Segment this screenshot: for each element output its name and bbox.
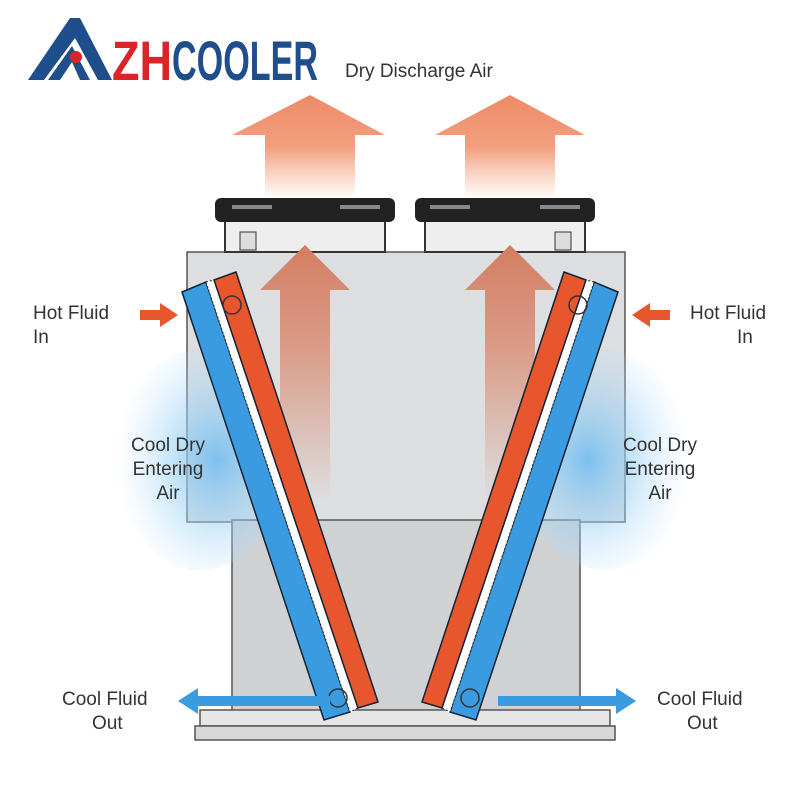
cool-fluid-out-arrow-right xyxy=(498,688,636,714)
label-line: In xyxy=(33,327,49,348)
label-line: In xyxy=(737,327,753,348)
label-line: Entering xyxy=(132,459,204,480)
fan-left xyxy=(215,198,395,253)
label-line: Air xyxy=(156,483,180,504)
label-line: Out xyxy=(92,713,123,734)
label-line: Hot Fluid xyxy=(33,303,110,324)
discharge-air-label: Dry Discharge Air xyxy=(345,61,493,82)
label-line: Entering xyxy=(624,459,696,480)
label-line: Cool Dry xyxy=(623,435,697,456)
svg-text:COOLER: COOLER xyxy=(172,29,318,92)
coil-left xyxy=(181,271,379,721)
coil-right xyxy=(421,271,619,721)
cool-fluid-out-arrow-left xyxy=(178,688,330,714)
label-line: Air xyxy=(648,483,672,504)
hot-fluid-in-label-right: Hot Fluid In xyxy=(690,302,766,350)
logo: ZH COOLER xyxy=(28,18,318,92)
fan-right xyxy=(415,198,595,253)
cool-fluid-out-label-left: Cool Fluid Out xyxy=(62,688,148,736)
label-line: Cool Fluid xyxy=(657,689,743,710)
base xyxy=(199,709,611,727)
cool-air-label-right: Cool Dry Entering Air xyxy=(600,434,720,506)
label-line: Cool Fluid xyxy=(62,689,148,710)
hot-fluid-in-arrow-right xyxy=(632,303,670,327)
cool-fluid-out-label-right: Cool Fluid Out xyxy=(657,688,743,736)
label-line: Out xyxy=(687,713,718,734)
label-line: Hot Fluid xyxy=(690,303,767,324)
svg-text:ZH: ZH xyxy=(112,29,172,92)
cool-air-label-left: Cool Dry Entering Air xyxy=(108,434,228,506)
hot-fluid-in-label-left: Hot Fluid In xyxy=(33,302,109,350)
label-line: Cool Dry xyxy=(131,435,205,456)
hot-fluid-in-arrow-left xyxy=(140,303,178,327)
discharge-arrow-left xyxy=(232,95,385,200)
discharge-arrow-right xyxy=(435,95,585,200)
